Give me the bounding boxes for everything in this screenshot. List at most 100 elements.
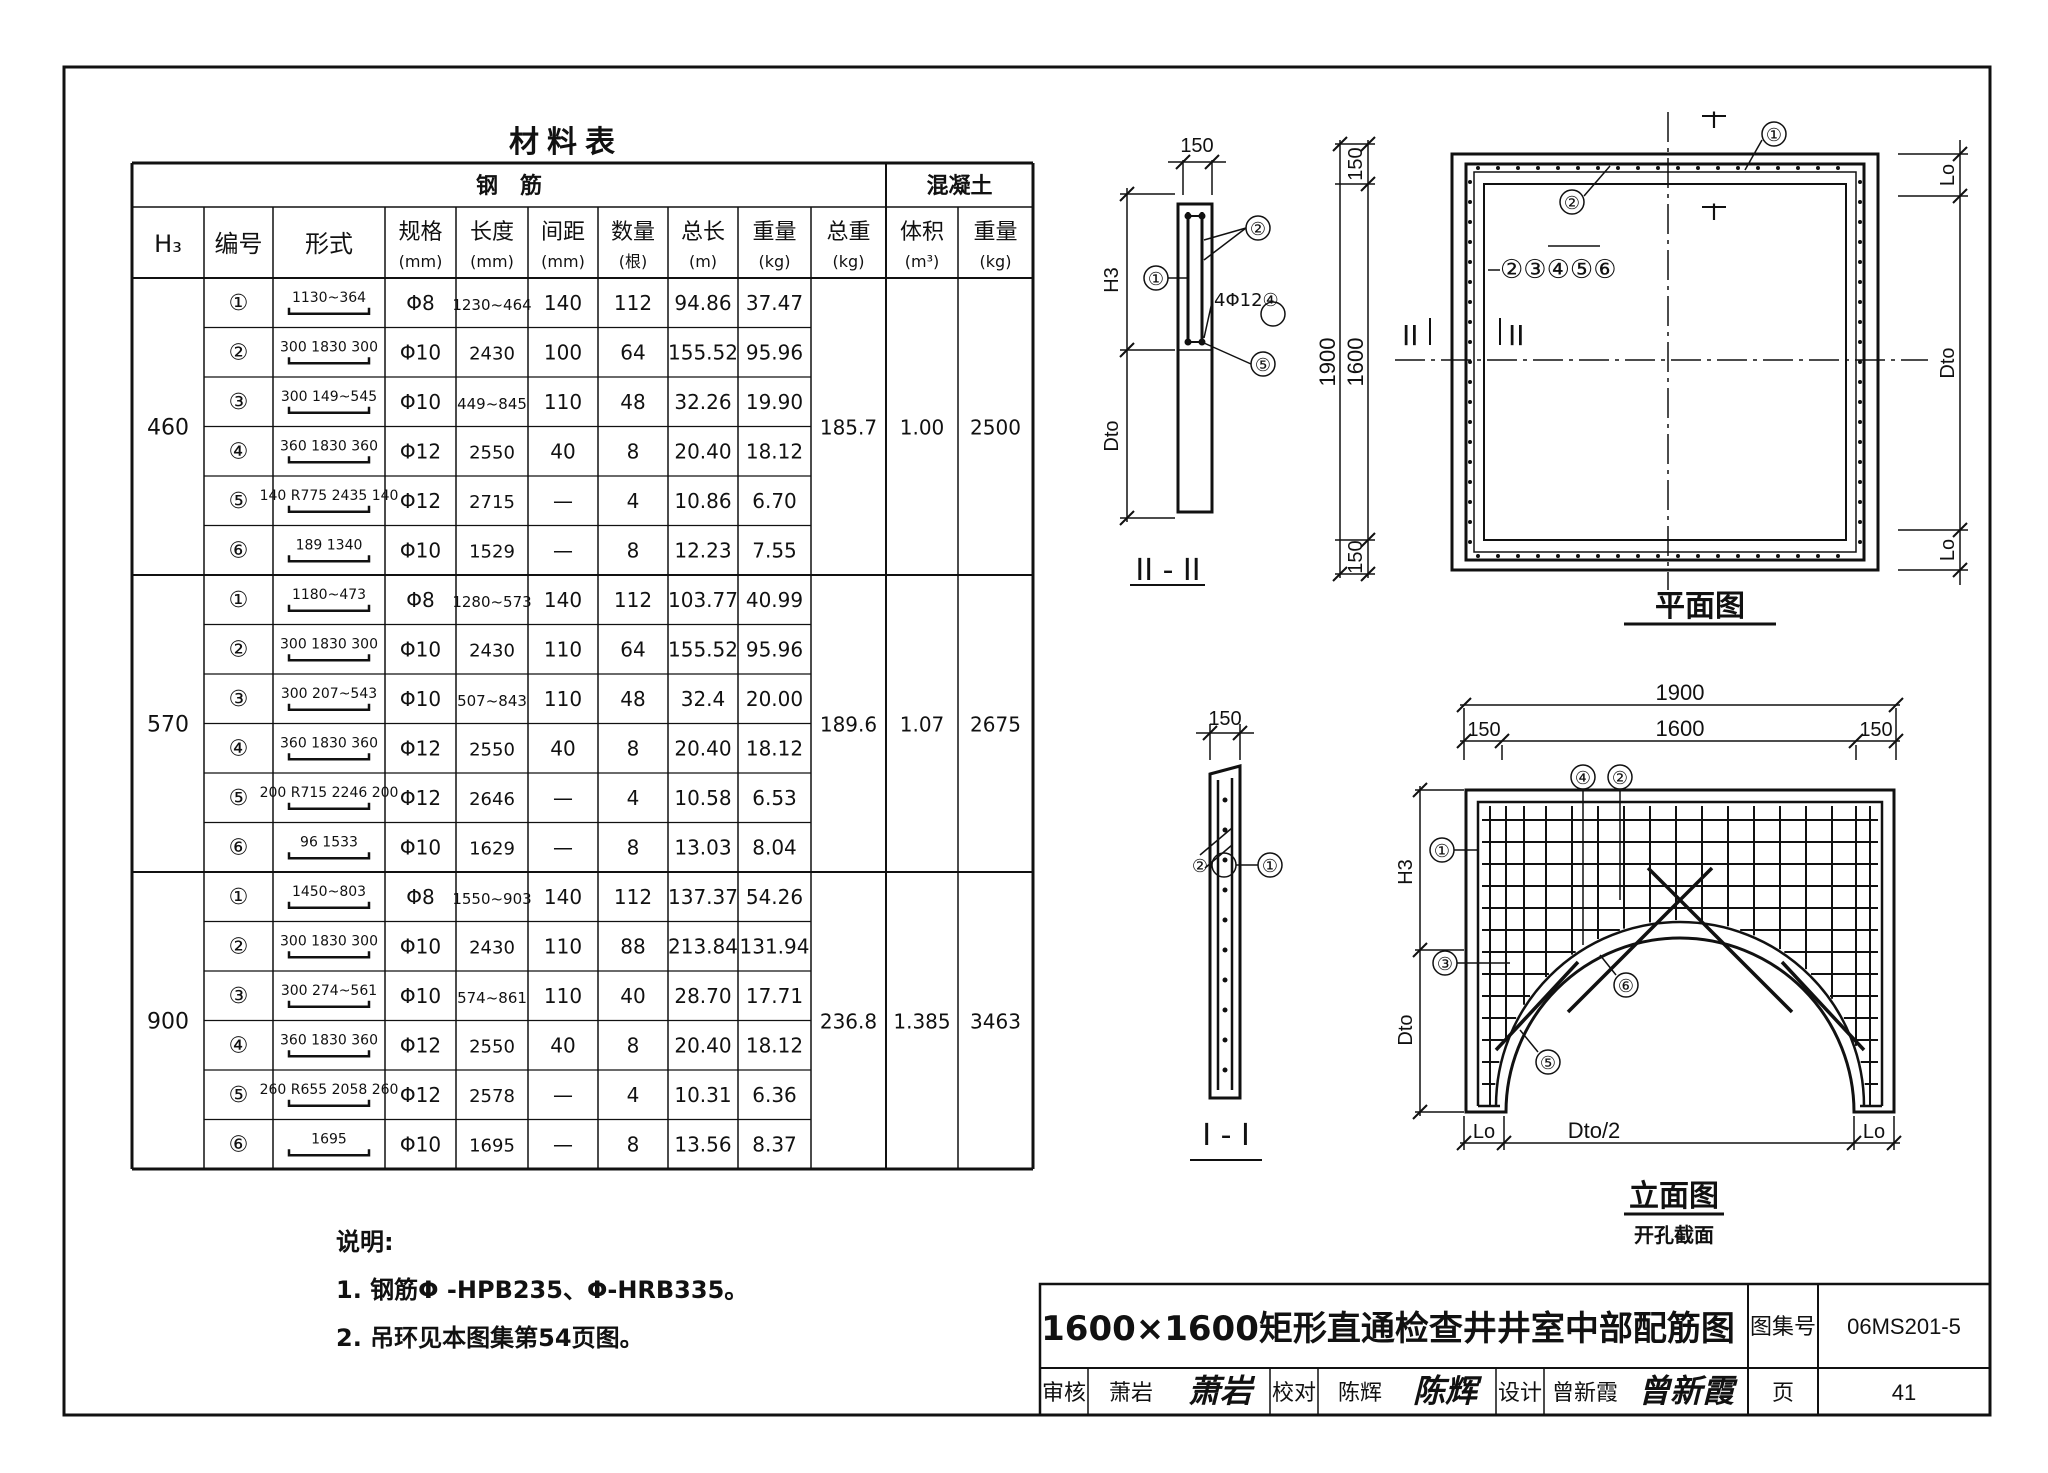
rebar-dot	[1776, 554, 1780, 558]
cell-weight: 8.37	[752, 1132, 797, 1156]
elev-dim-150-right: 150	[1859, 719, 1892, 741]
rebar-dot	[1468, 500, 1472, 504]
cell-shape: 300 274~561	[281, 983, 377, 999]
rebar-shape-sketch	[287, 703, 371, 711]
cell-spacing: —	[553, 786, 573, 810]
cell-spacing: 40	[550, 736, 575, 760]
designer-name: 曾新霞	[1552, 1381, 1618, 1406]
col-header-unit-4: (mm)	[399, 252, 443, 271]
cell-length: 1550~903	[452, 890, 531, 908]
rebar-dot	[1616, 554, 1620, 558]
elev-callout-1: ①	[1434, 841, 1450, 862]
cell-qty: 64	[620, 637, 645, 661]
cell-no: ⑥	[229, 538, 249, 563]
cell-no: ④	[229, 736, 249, 761]
col-header-unit-6: (mm)	[541, 252, 585, 271]
rebar-dot	[1516, 166, 1520, 170]
cell-spec: Φ8	[406, 885, 434, 909]
col-header-unit-11: (m³)	[905, 252, 939, 271]
cell-total_len: 10.58	[674, 786, 731, 810]
rebar-dot	[1858, 180, 1862, 184]
review-label: 审核	[1042, 1381, 1086, 1406]
total-weight-value: 185.7	[820, 416, 877, 440]
rebar-dot	[1222, 1037, 1228, 1043]
cell-spec: Φ10	[400, 934, 441, 958]
col-header-unit-5: (mm)	[470, 252, 514, 271]
plan-dim-lo-bottom: Lo	[1937, 539, 1959, 561]
cell-spacing: —	[553, 489, 573, 513]
cell-total_len: 10.86	[674, 489, 731, 513]
rebar-dot	[1858, 300, 1862, 304]
rebar-shape-sketch	[287, 1000, 371, 1008]
col-header-1: H₃	[154, 230, 182, 258]
rebar-dot	[1468, 420, 1472, 424]
cell-total_len: 20.40	[674, 736, 731, 760]
rebar-dot	[1656, 166, 1660, 170]
cell-qty: 48	[620, 390, 645, 414]
rebar-dot	[1468, 300, 1472, 304]
cell-spacing: 40	[550, 439, 575, 463]
rebar-shape-sketch	[287, 555, 371, 563]
rebar-dot	[1468, 460, 1472, 464]
cell-spacing: 110	[544, 687, 582, 711]
cell-spec: Φ10	[400, 538, 441, 562]
elevation-rebar-grid	[1482, 806, 1878, 1106]
note-1: 1. 钢筋Φ -HPB235、Φ-HRB335。	[336, 1276, 748, 1304]
elev-callout-4: ④	[1575, 768, 1591, 789]
cell-qty: 48	[620, 687, 645, 711]
cell-spacing: —	[553, 835, 573, 859]
cell-qty: 8	[627, 1033, 640, 1057]
material-table-title: 材料表	[509, 125, 623, 160]
cell-shape: 200 R715 2246 200	[260, 785, 399, 801]
cell-total_len: 155.52	[668, 637, 738, 661]
rebar-dot	[1636, 166, 1640, 170]
cell-no: ②	[229, 934, 249, 959]
design-label: 设计	[1498, 1381, 1542, 1406]
col-header-unit-8: (m)	[689, 252, 717, 271]
cell-total_len: 10.31	[674, 1083, 731, 1107]
cell-length: 1629	[469, 838, 515, 859]
concrete-weight-value: 2500	[970, 416, 1021, 440]
cell-weight: 20.00	[746, 687, 803, 711]
h3-value: 570	[147, 713, 189, 738]
rebar-dot	[1576, 166, 1580, 170]
rebar-dot	[1536, 554, 1540, 558]
rebar-dot	[1468, 360, 1472, 364]
cell-weight: 95.96	[746, 340, 803, 364]
section-ii-drawing	[1119, 154, 1286, 586]
rebar-dot	[1656, 554, 1660, 558]
cell-length: 2550	[469, 739, 515, 760]
section-ii-labels: 150 H3 Dto ① ② 4Φ12④ ⑤ II - II	[1101, 135, 1279, 588]
rebar-dot	[1716, 166, 1720, 170]
concrete-weight-value: 2675	[970, 713, 1021, 737]
elev-callout-3: ③	[1437, 954, 1453, 975]
section-ii-callout-5: ⑤	[1255, 355, 1271, 376]
cell-spacing: 110	[544, 984, 582, 1008]
cell-length: 449~845	[457, 395, 527, 413]
plan-mark-ii-right: II	[1508, 319, 1525, 352]
cell-length: 574~861	[457, 989, 527, 1007]
rebar-dot	[1858, 320, 1862, 324]
cell-weight: 95.96	[746, 637, 803, 661]
cell-weight: 37.47	[746, 291, 803, 315]
atlas-number: 06MS201-5	[1847, 1314, 1961, 1339]
cell-length: 1230~464	[452, 296, 531, 314]
rebar-dot	[1736, 554, 1740, 558]
volume-value: 1.385	[893, 1010, 950, 1034]
rebar-dot	[1468, 400, 1472, 404]
rebar-dot	[1222, 1067, 1228, 1073]
rebar-dot	[1222, 977, 1228, 983]
rebar-dot	[1468, 320, 1472, 324]
elev-dim-1600: 1600	[1656, 716, 1705, 741]
cell-qty: 8	[627, 835, 640, 859]
cell-qty: 4	[627, 786, 640, 810]
elevation-subtitle: 开孔截面	[1634, 1223, 1714, 1247]
cell-weight: 19.90	[746, 390, 803, 414]
cell-qty: 8	[627, 538, 640, 562]
cell-qty: 64	[620, 340, 645, 364]
check-label: 校对	[1272, 1381, 1316, 1406]
rebar-dot	[1858, 480, 1862, 484]
volume-value: 1.07	[900, 713, 945, 737]
section-i-callout-2: ②	[1192, 856, 1208, 877]
